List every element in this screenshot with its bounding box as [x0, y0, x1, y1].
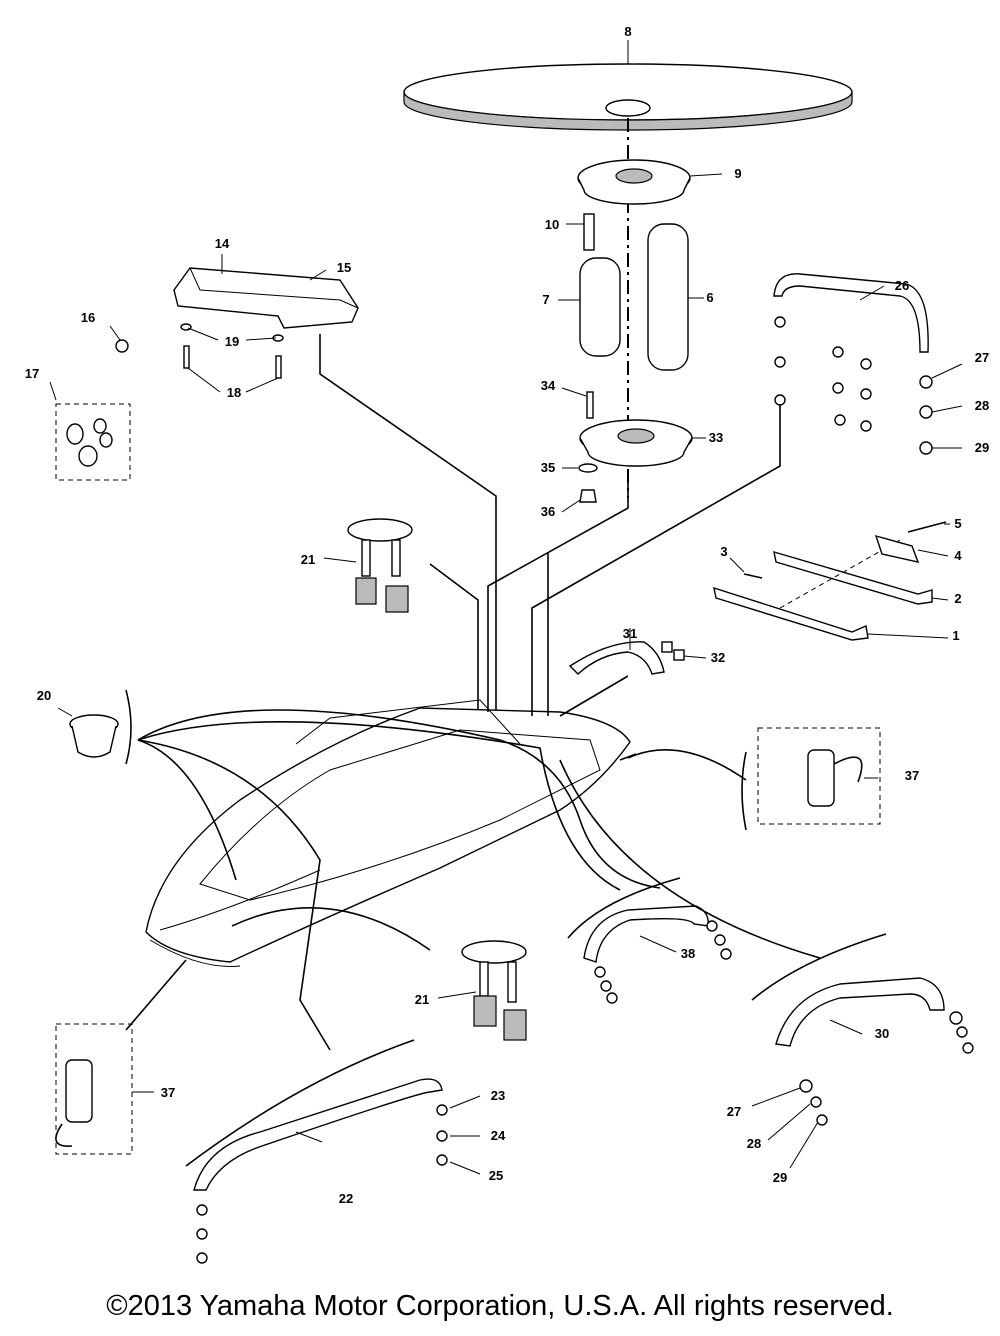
callout-label: 33: [709, 430, 723, 445]
leader-lines: [125, 334, 821, 1051]
callout-label: 7: [542, 292, 549, 307]
callout-label: 26: [895, 278, 909, 293]
callout-label: 5: [954, 516, 961, 531]
callout-label: 8: [624, 24, 631, 39]
callout-label: 20: [37, 688, 51, 703]
callout-label: 19: [225, 334, 239, 349]
callout-label: 29: [773, 1170, 787, 1185]
callout-label: 30: [875, 1026, 889, 1041]
callout-label: 36: [541, 504, 555, 519]
part-pole-assembly: [577, 118, 693, 503]
part-tow-eye-left: [55, 1023, 133, 1155]
part-canopy: [403, 63, 853, 131]
callout-label: 3: [720, 544, 727, 559]
part-cleat-bottom: [461, 940, 527, 1041]
hardware-stacks: [196, 920, 974, 1264]
callout-label: 10: [545, 217, 559, 232]
callout-lines: [49, 40, 963, 1175]
callout-label: 27: [975, 350, 989, 365]
callout-label: 21: [301, 552, 315, 567]
callout-label: 24: [491, 1128, 506, 1143]
part-bracket: [173, 267, 359, 379]
callout-label: 18: [227, 385, 241, 400]
callout-label: 37: [905, 768, 919, 783]
callout-label: 2: [954, 591, 961, 606]
part-cleat-top: [347, 518, 413, 613]
part-cup-holder: [69, 689, 132, 765]
callout-label: 35: [541, 460, 555, 475]
part-side-rail-38: [567, 877, 709, 963]
part-cleat-strap: [568, 641, 685, 675]
part-handrail: [773, 273, 933, 455]
callout-label: 25: [489, 1168, 503, 1183]
part-side-rail-22: [185, 1039, 443, 1191]
callout-label: 9: [734, 166, 741, 181]
callout-label: 23: [491, 1088, 505, 1103]
part-tow-eye-right: [741, 727, 881, 831]
callout-label: 28: [747, 1136, 761, 1151]
callout-label: 1: [952, 628, 959, 643]
callout-numbers: 1 2 3 4 5 6 7 8 9 10 14 15 16 17 18 19 2…: [25, 24, 989, 1206]
parts-diagram: 1 2 3 4 5 6 7 8 9 10 14 15 16 17 18 19 2…: [25, 24, 989, 1264]
callout-label: 22: [339, 1191, 353, 1206]
callout-label: 21: [415, 992, 429, 1007]
part-side-rail-30: [751, 933, 945, 1047]
callout-label: 27: [727, 1104, 741, 1119]
callout-label: 37: [161, 1085, 175, 1100]
callout-label: 31: [623, 626, 637, 641]
callout-label: 17: [25, 366, 39, 381]
callout-label: 28: [975, 398, 989, 413]
callout-label: 16: [81, 310, 95, 325]
callout-label: 14: [215, 236, 230, 251]
part-fastener-kit: [55, 339, 131, 481]
callout-label: 32: [711, 650, 725, 665]
part-boat-hull: [145, 699, 631, 967]
copyright-notice: ©2013 Yamaha Motor Corporation, U.S.A. A…: [106, 1290, 894, 1322]
callout-label: 4: [954, 548, 962, 563]
callout-label: 34: [541, 378, 556, 393]
callout-label: 29: [975, 440, 989, 455]
callout-label: 38: [681, 946, 695, 961]
callout-label: 6: [706, 290, 713, 305]
part-rails: [713, 521, 947, 641]
callout-label: 15: [337, 260, 351, 275]
